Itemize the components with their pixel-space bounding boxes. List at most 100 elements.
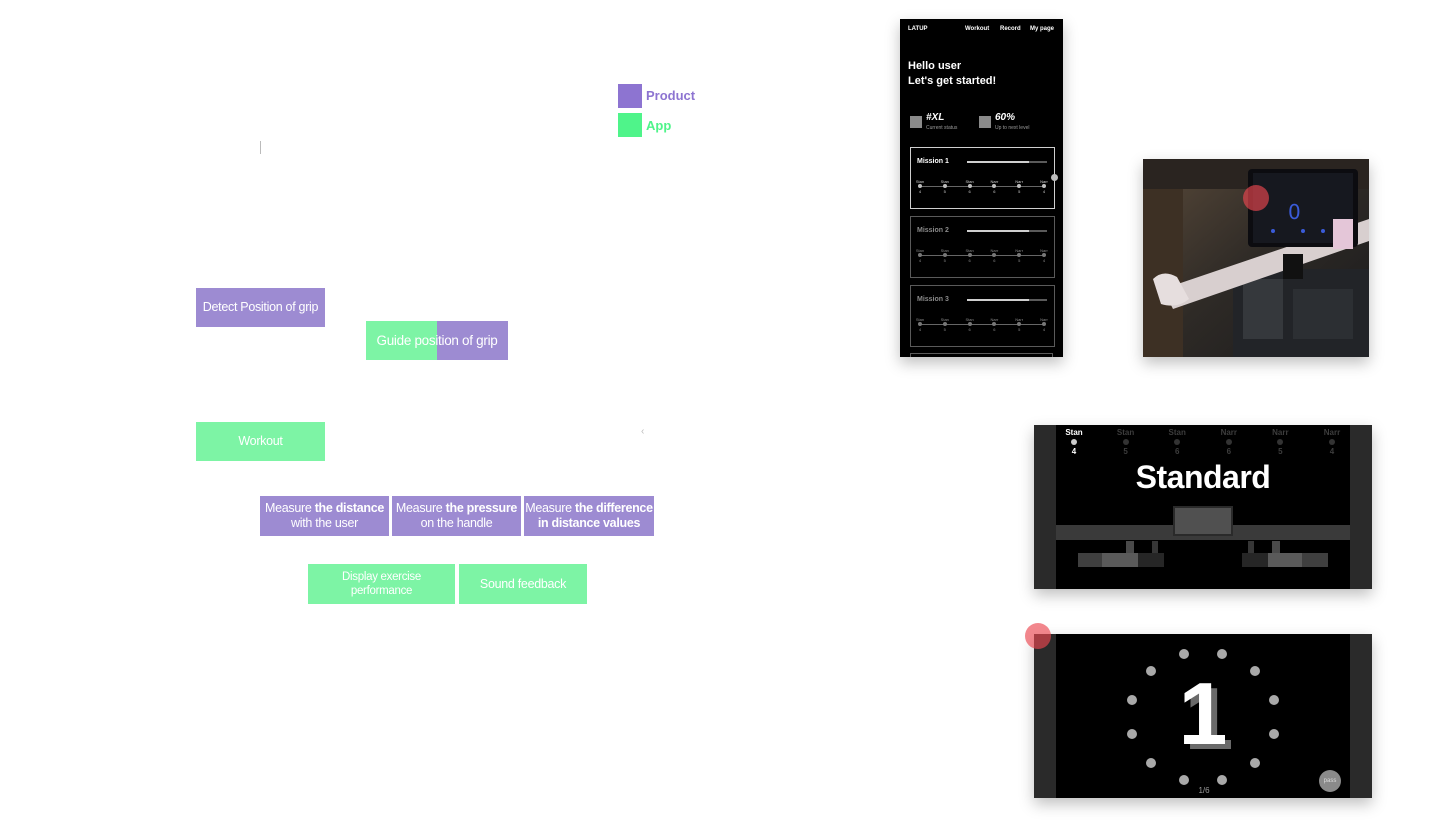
step-dot — [1042, 253, 1046, 257]
countdown-dot — [1269, 728, 1280, 739]
measure-pressure-prefix: Measure — [395, 501, 446, 515]
measure-pressure-box[interactable]: Measure the pressure on the handle — [392, 496, 521, 536]
workout-label: Workout — [238, 434, 283, 448]
step-dot — [918, 322, 922, 326]
step-name: Stan — [965, 248, 974, 253]
step-name: Narr — [1040, 179, 1048, 184]
guide-grip-box[interactable]: Guide position of grip — [366, 321, 508, 360]
mission-progress-fill — [967, 299, 1030, 301]
step-name: Stan — [965, 179, 974, 184]
step-number: 5 — [943, 189, 946, 194]
display-performance-label: Display exercise performance — [342, 571, 421, 597]
step-number: 4 — [918, 189, 922, 194]
status-value: #XL — [926, 112, 945, 123]
mission-title: Mission 2 — [917, 227, 949, 234]
step-dot — [1017, 184, 1022, 188]
step-number: 6 — [1174, 447, 1180, 456]
step-number: 5 — [1018, 327, 1021, 332]
grip-illustration — [1056, 506, 1350, 567]
step-dot — [992, 184, 997, 188]
left-bezel — [1034, 634, 1056, 798]
svg-text:0: 0 — [1288, 200, 1301, 224]
step-name: Stan — [1065, 428, 1083, 437]
step-name: Narr — [1040, 317, 1048, 322]
step-dot — [918, 253, 922, 257]
mode-title: Standard — [1135, 459, 1271, 495]
measure-distance-box[interactable]: Measure the distance with the user — [260, 496, 389, 536]
step-number: 6 — [1226, 447, 1232, 456]
step-track — [920, 186, 1044, 187]
nav-my-page[interactable]: My page — [1030, 26, 1055, 32]
legend-swatch-app — [618, 113, 642, 137]
step-number: 4 — [1071, 447, 1077, 456]
step-number: 6 — [968, 189, 971, 194]
nav-record[interactable]: Record — [1000, 26, 1021, 32]
greeting-line-2: Let's get started! — [908, 75, 997, 87]
legend-label-product: Product — [646, 88, 696, 103]
tap-indicator — [1025, 623, 1051, 649]
step-track — [920, 255, 1044, 256]
step-number: 4 — [918, 258, 922, 263]
workout-box[interactable]: Workout — [196, 422, 325, 461]
step-number: 4 — [1042, 258, 1046, 263]
step-dot — [967, 184, 972, 188]
pass-button[interactable]: pass — [1319, 770, 1341, 792]
step-name: Stan — [1168, 428, 1186, 437]
legend-swatch-product — [618, 84, 642, 108]
step-dot — [1225, 439, 1232, 445]
step-name: Narr — [990, 248, 999, 253]
page-indicator: 1/6 — [1198, 786, 1210, 795]
measure-difference-box[interactable]: Measure the difference in distance value… — [524, 496, 654, 536]
step-dot — [1329, 439, 1335, 445]
step-dot — [992, 322, 997, 326]
countdown-dot — [1145, 758, 1156, 769]
step-dot — [967, 253, 972, 257]
step-number: 5 — [1123, 447, 1128, 456]
step-dot — [1017, 253, 1022, 257]
step-number: 5 — [943, 327, 946, 332]
step-number: 5 — [1278, 447, 1283, 456]
step-name: Narr — [1015, 179, 1024, 184]
level-icon — [979, 116, 991, 128]
step-number: 6 — [968, 258, 971, 263]
countdown-dot — [1269, 695, 1280, 706]
step-name: Stan — [965, 317, 974, 322]
step-dot — [1017, 322, 1022, 326]
step-dot — [942, 322, 947, 326]
step-name: Stan — [915, 179, 925, 184]
step-number: 6 — [993, 327, 996, 332]
measure-distance-suffix: with the user — [291, 516, 358, 530]
step-name: Stan — [940, 317, 949, 322]
step-dot — [992, 253, 997, 257]
step-name: Narr — [1220, 428, 1238, 437]
detect-grip-box[interactable]: Detect Position of grip — [196, 288, 325, 327]
step-name: Stan — [940, 179, 949, 184]
sound-feedback-box[interactable]: Sound feedback — [459, 564, 587, 604]
step-dot — [1277, 439, 1284, 445]
countdown-dot — [1250, 665, 1261, 676]
measure-difference-emphasis: the difference — [574, 501, 653, 515]
step-number: 4 — [1042, 189, 1046, 194]
step-name: Stan — [940, 248, 949, 253]
measure-distance-prefix: Measure — [264, 501, 315, 515]
legend-label-app: App — [646, 118, 672, 133]
step-number: 6 — [968, 327, 971, 332]
sound-feedback-label: Sound feedback — [479, 576, 567, 591]
step-name: Stan — [1116, 428, 1135, 437]
countdown-dot — [1145, 665, 1156, 676]
level-label: Up to next level — [995, 125, 1030, 131]
nav-workout[interactable]: Workout — [965, 26, 990, 32]
display-performance-box[interactable]: Display exercise performance — [308, 564, 455, 604]
device-photo: 0 — [1143, 159, 1369, 357]
step-name: Stan — [915, 248, 925, 253]
step-dot — [1122, 439, 1129, 445]
measure-pressure-suffix: on the handle — [420, 516, 493, 530]
mission-card-partial — [910, 353, 1053, 357]
step-name: Narr — [990, 317, 999, 322]
status-label: Current status — [926, 125, 958, 131]
measure-difference-suffix: in distance values — [537, 516, 641, 530]
